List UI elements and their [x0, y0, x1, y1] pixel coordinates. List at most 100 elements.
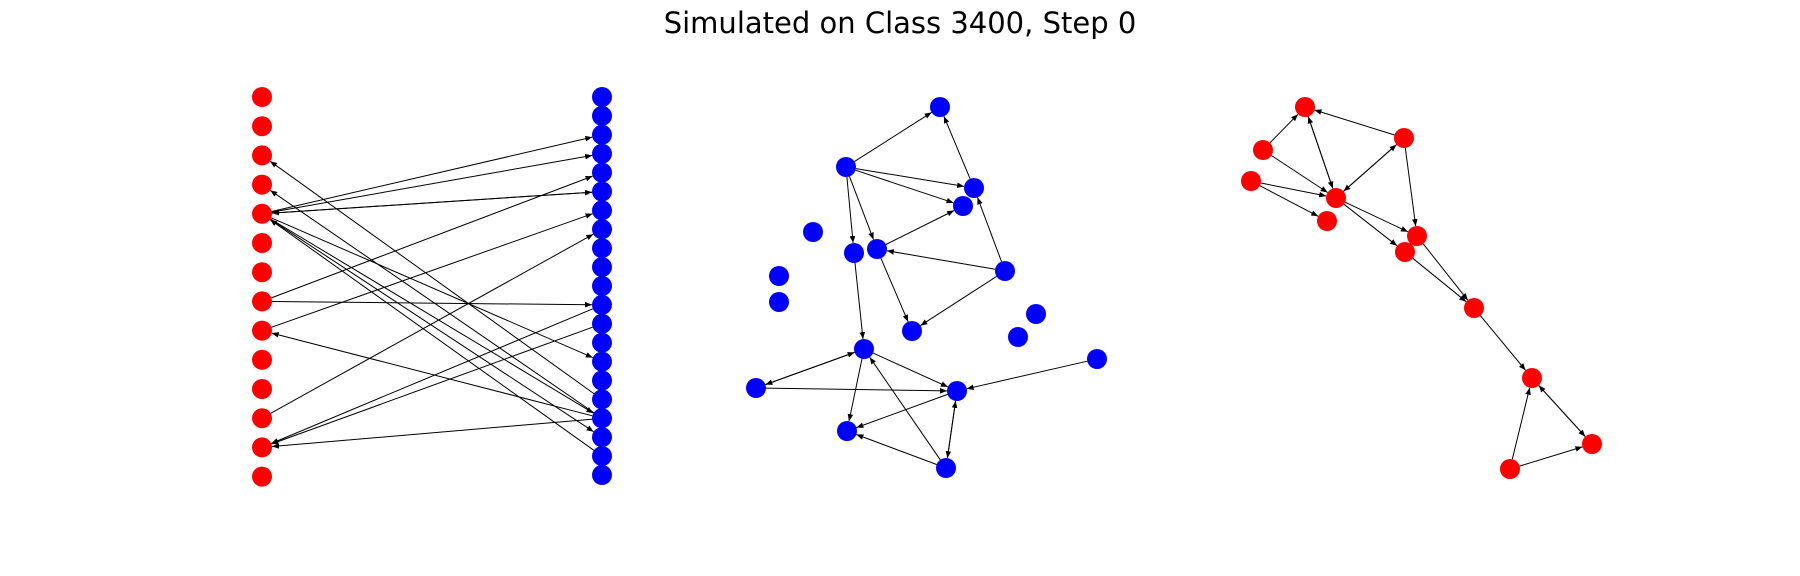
edge-R19-L4 — [269, 219, 595, 451]
bipartite-right-node-R6 — [592, 200, 612, 221]
blue-node-f — [844, 243, 864, 263]
bipartite-right-node-R18 — [592, 427, 612, 448]
bipartite-left-node-L7 — [252, 291, 272, 312]
red-node-B — [1394, 128, 1414, 148]
red-graph-panel — [1241, 97, 1602, 479]
edge-R17-L3 — [269, 189, 595, 414]
bipartite-left-node-L2 — [252, 145, 272, 166]
blue-node-iso3 — [769, 292, 789, 312]
edge-k-m — [945, 400, 957, 459]
edge-L-J — [1511, 387, 1531, 460]
edge-R17-L8 — [271, 332, 593, 417]
blue-node-j — [746, 378, 766, 398]
blue-node-e — [995, 261, 1015, 281]
figure-title: Simulated on Class 3400, Step 0 — [663, 6, 1137, 40]
edge-A-E — [1307, 116, 1334, 189]
edge-R16-L2 — [269, 160, 595, 395]
edge-B-A — [1314, 109, 1395, 136]
bipartite-graph-panel — [252, 87, 612, 487]
edge-j-k — [765, 387, 948, 394]
bipartite-left-node-L1 — [252, 116, 272, 137]
edge-e-g — [886, 249, 996, 270]
edge-e-c — [977, 197, 1002, 262]
bipartite-left-node-L10 — [252, 379, 272, 399]
edge-f-i — [854, 262, 866, 340]
bipartite-right-node-R16 — [592, 389, 612, 410]
red-node-E — [1326, 188, 1346, 208]
bipartite-left-node-L11 — [252, 408, 272, 429]
edge-C-E — [1271, 155, 1328, 193]
edge-a-g — [849, 176, 874, 240]
edge-a-c — [855, 168, 965, 189]
bipartite-right-node-R10 — [592, 276, 612, 296]
bipartite-left-node-L8 — [252, 320, 272, 341]
blue-node-iso4 — [1026, 304, 1046, 324]
edge-i-k — [872, 352, 949, 388]
bipartite-right-node-R15 — [592, 370, 612, 391]
bipartite-right-node-R19 — [592, 446, 612, 467]
edge-L-K — [1519, 446, 1583, 467]
red-node-K — [1582, 434, 1602, 454]
bipartite-right-node-R13 — [592, 332, 612, 353]
bipartite-right-node-R2 — [592, 124, 612, 145]
edge-L7-R4 — [271, 175, 593, 299]
blue-node-k — [947, 381, 967, 401]
bipartite-right-node-R8 — [592, 238, 612, 259]
bipartite-left-node-L5 — [252, 233, 272, 253]
edge-C-A — [1269, 113, 1299, 144]
edge-E-G — [1344, 201, 1409, 233]
edge-g-d — [885, 210, 955, 245]
blue-node-b — [930, 97, 950, 117]
bipartite-left-node-L13 — [252, 466, 272, 487]
bipartite-right-node-R4 — [592, 162, 612, 183]
edge-L8-R6 — [271, 213, 593, 328]
bipartite-right-node-R0 — [592, 87, 612, 107]
edge-R12-L12 — [271, 326, 593, 445]
edge-K-J — [1538, 385, 1586, 437]
blue-node-a — [836, 157, 856, 177]
red-node-J — [1522, 368, 1542, 388]
edge-a-d — [855, 169, 954, 204]
edge-L4-R3 — [271, 153, 593, 213]
edge-D-F — [1259, 185, 1319, 217]
blue-node-iso1 — [803, 222, 823, 242]
edge-H-I — [1412, 257, 1467, 303]
edge-a-f — [846, 176, 856, 244]
bipartite-right-node-R3 — [592, 143, 612, 164]
red-node-H — [1395, 242, 1415, 262]
red-node-F — [1317, 211, 1337, 231]
edge-a-b — [854, 111, 932, 163]
bipartite-left-node-L9 — [252, 349, 272, 370]
edge-G-I — [1422, 243, 1469, 301]
edge-D-E — [1260, 182, 1327, 198]
red-node-C — [1253, 140, 1273, 160]
edge-R11-L12 — [271, 308, 593, 444]
bipartite-right-node-R9 — [592, 257, 612, 278]
edge-m-i — [869, 356, 941, 461]
blue-node-c — [964, 178, 984, 198]
bipartite-right-node-R5 — [592, 181, 612, 202]
blue-node-i — [854, 339, 874, 359]
edge-L4-R2 — [271, 135, 593, 212]
edge-R17-L12 — [271, 418, 593, 449]
red-node-D — [1241, 171, 1261, 191]
blue-node-l — [837, 421, 857, 441]
edge-L4-R18 — [270, 218, 594, 433]
red-node-I — [1464, 298, 1484, 318]
bipartite-left-node-L12 — [252, 437, 272, 458]
bipartite-left-node-L3 — [252, 174, 272, 195]
edge-L11-R7 — [270, 233, 594, 414]
bipartite-left-node-L0 — [252, 87, 272, 107]
bipartite-right-node-R1 — [592, 105, 612, 126]
edge-L7-R11 — [271, 301, 593, 308]
edge-L4-R17 — [270, 218, 594, 414]
blue-node-n — [1087, 349, 1107, 369]
edge-i-l — [847, 358, 863, 422]
blue-node-g — [867, 239, 887, 259]
red-node-G — [1407, 226, 1427, 246]
edge-i-j — [765, 351, 855, 386]
bipartite-right-node-R14 — [592, 351, 612, 372]
blue-node-d — [953, 196, 973, 216]
edge-E-H — [1343, 203, 1398, 247]
